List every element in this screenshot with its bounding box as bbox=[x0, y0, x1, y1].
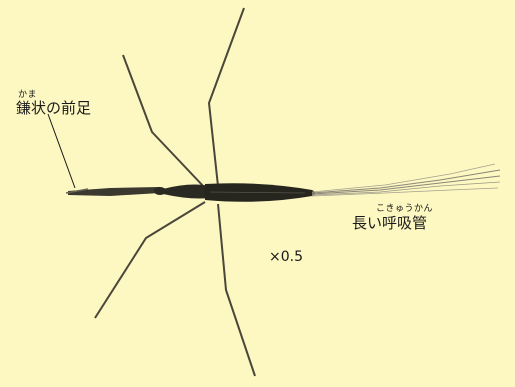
hind-leg-lower bbox=[218, 204, 255, 376]
breathing-siphon bbox=[312, 164, 500, 196]
insect-thorax bbox=[163, 185, 210, 199]
hind-leg-upper bbox=[209, 8, 244, 186]
mid-leg-lower bbox=[95, 202, 205, 318]
mid-leg-upper bbox=[123, 55, 205, 188]
scale-label: ×0.5 bbox=[269, 249, 303, 265]
front-legs bbox=[68, 187, 160, 196]
siphon-label: 長い呼吸管 bbox=[352, 212, 427, 233]
leader-line bbox=[48, 114, 75, 188]
front-legs-label: 鎌状の前足 bbox=[16, 97, 91, 118]
